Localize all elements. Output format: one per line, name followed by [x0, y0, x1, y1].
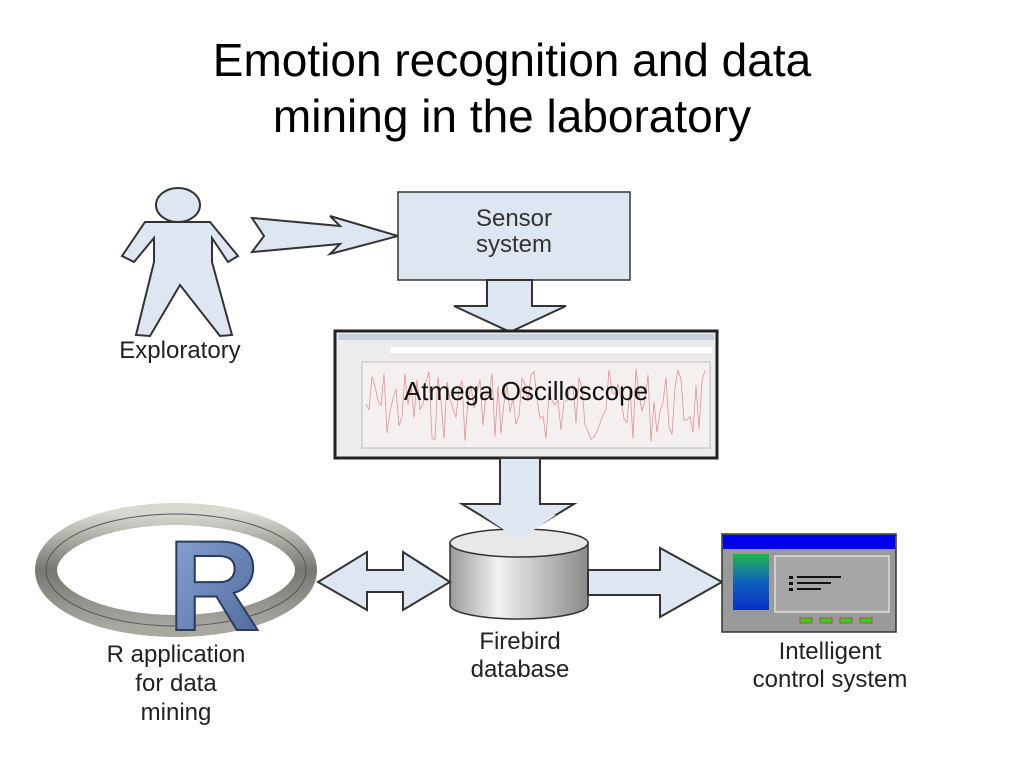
arrow-person-to-sensor [249, 215, 402, 256]
slide-title: Emotion recognition and data mining in t… [0, 32, 1024, 144]
r-label-line-2: for data [135, 670, 217, 697]
scope-waveform [365, 368, 706, 442]
sensor-label-line-2: system [475, 231, 552, 258]
control-system-window-icon [721, 533, 897, 633]
firebird-label: Firebird database [420, 628, 620, 684]
r-logo-icon: R [35, 503, 317, 659]
led-indicators [799, 617, 873, 624]
exploratory-label: Exploratory [119, 337, 241, 364]
firebird-label-line-1: Firebird [479, 628, 561, 655]
r-label-line-3: mining [140, 699, 212, 726]
scope-signal [365, 368, 706, 442]
sensor-system-box [397, 191, 631, 281]
arrow-sensor-to-oscilloscope [453, 279, 567, 334]
ics-label-line-2: control system [752, 666, 908, 693]
oscilloscope-label: Atmega Oscilloscope [403, 376, 649, 406]
r-logo-letter: R [168, 515, 260, 658]
firebird-label-line-2: database [470, 656, 570, 683]
arrow-firebird-to-ics [587, 546, 725, 619]
r-application-label: R application for data mining [40, 640, 312, 727]
ics-label-line-1: Intelligent [778, 638, 882, 665]
arrow-r-firebird-bidirectional [316, 550, 452, 612]
title-line-2: mining in the laboratory [272, 90, 752, 142]
sensor-label-line-1: Sensor [475, 205, 553, 232]
ics-label: Intelligent control system [700, 638, 960, 694]
r-label-line-1: R application [106, 641, 246, 668]
sensor-system-label: Sensor system [398, 206, 630, 258]
title-line-1: Emotion recognition and data [212, 34, 812, 86]
database-cylinder-icon [449, 528, 589, 620]
person-icon [120, 187, 240, 338]
